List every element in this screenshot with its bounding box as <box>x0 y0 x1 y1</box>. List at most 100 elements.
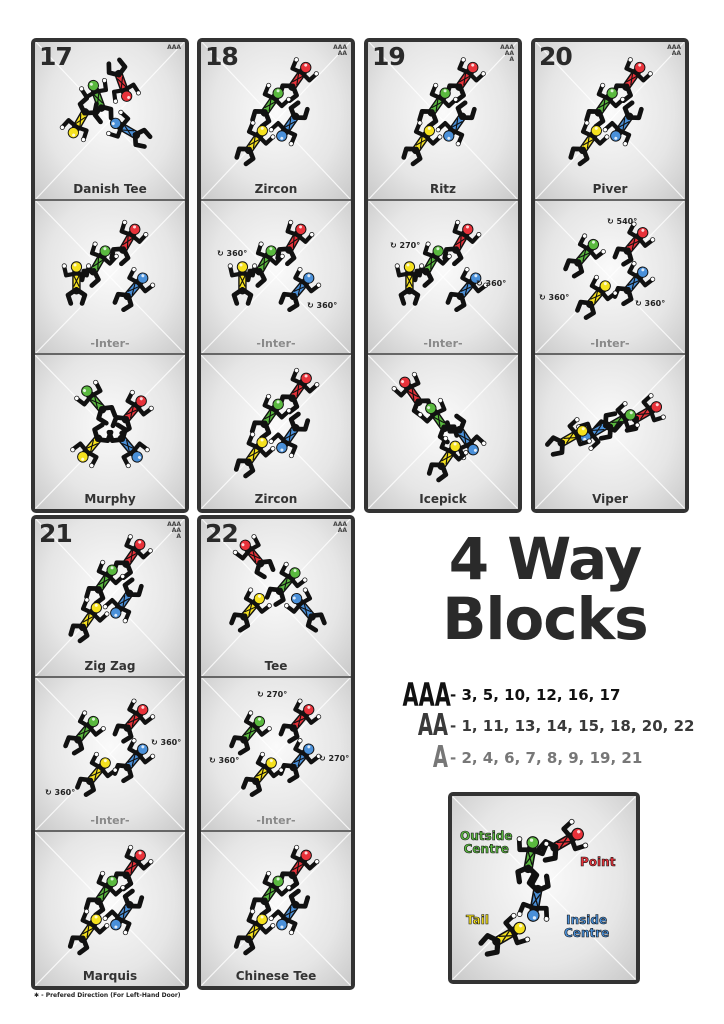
second-formation: Marquis <box>35 832 185 986</box>
grade-line: AAA <box>167 44 181 51</box>
rotation-label: ↻ 360° <box>635 299 665 308</box>
grade-aaa-symbol: AAA <box>402 676 451 714</box>
grade-line: AAA <box>500 44 514 51</box>
inter-move: -Inter-↻ 360°↻ 360° <box>35 678 185 832</box>
block-number: 22 <box>205 519 239 548</box>
formation-drawing <box>201 519 351 676</box>
formation-name: Piver <box>592 182 628 196</box>
grade-row-a: A - 2, 4, 6, 7, 8, 9, 19, 21 <box>378 740 642 775</box>
formation-name: Murphy <box>84 492 136 506</box>
block-number: 19 <box>372 42 406 71</box>
rotation-degrees: 270° <box>399 241 421 250</box>
rotation-degrees: 360° <box>218 756 240 765</box>
legend-tail: Tail <box>466 913 490 927</box>
formation-drawing <box>35 678 185 830</box>
grade-line: AA <box>171 527 181 534</box>
inter-label: -Inter- <box>90 337 130 350</box>
grade-row-aaa: AAA - 3, 5, 10, 12, 16, 17 <box>378 676 621 714</box>
grade-a-list: - 2, 4, 6, 7, 8, 9, 19, 21 <box>450 748 643 767</box>
rotate-arrow-icon: ↻ <box>209 756 216 765</box>
rotation-label: ↻ 360° <box>217 249 247 258</box>
rotation-degrees: 540° <box>616 217 638 226</box>
rotation-label: ↻ 360° <box>476 279 506 288</box>
rotation-label: ↻ 360° <box>151 738 181 747</box>
inter-move: -Inter-↻ 270°↻ 360°↻ 270° <box>201 678 351 832</box>
block-card-17: 17 AAA Danish Tee <box>31 38 189 513</box>
formation-drawing <box>368 42 518 199</box>
preferred-direction-icon: ✱ <box>34 992 40 999</box>
second-formation: Icepick <box>368 355 518 509</box>
rotate-arrow-icon: ↻ <box>151 738 158 747</box>
formation-name: Ritz <box>429 182 457 196</box>
formation-name: Zircon <box>254 492 298 506</box>
formation-drawing <box>535 201 685 353</box>
inter-label: -Inter- <box>256 337 296 350</box>
formation-drawing <box>535 355 685 509</box>
second-formation: Zircon <box>201 355 351 509</box>
rotation-degrees: 270° <box>266 690 288 699</box>
grade-row-aa: AA - 1, 11, 13, 14, 15, 18, 20, 22 <box>378 708 695 743</box>
grade-line: AA <box>504 50 514 57</box>
page-title-line1: 4 Way <box>448 525 643 593</box>
formation-drawing <box>35 42 185 199</box>
rotation-label: ↻ 360° <box>307 301 337 310</box>
inter-move: -Inter- <box>35 201 185 355</box>
rotate-arrow-icon: ↻ <box>307 301 314 310</box>
block-number: 18 <box>205 42 239 71</box>
grade-line: AAA <box>333 521 347 528</box>
page-title-line2: Blocks <box>442 585 648 653</box>
inter-label: -Inter- <box>590 337 630 350</box>
second-formation: Murphy <box>35 355 185 509</box>
rotate-arrow-icon: ↻ <box>607 217 614 226</box>
block-number: 17 <box>39 42 73 71</box>
rotation-label: ↻ 360° <box>539 293 569 302</box>
rotate-arrow-icon: ↻ <box>476 279 483 288</box>
inter-move: -Inter- ↻ 360° ↻ 360° <box>201 201 351 355</box>
formation-name: Danish Tee <box>73 182 147 196</box>
slot-legend: Outside Centre Point Tail Inside Centre <box>448 792 640 984</box>
legend-formation <box>452 796 636 980</box>
legend-point: Point <box>580 855 616 869</box>
formation-drawing <box>35 519 185 676</box>
formation-name: Marquis <box>82 969 138 983</box>
rotation-degrees: 360° <box>644 299 666 308</box>
rotate-arrow-icon: ↻ <box>390 241 397 250</box>
formation-name: Tee <box>264 659 288 673</box>
formation-name: Viper <box>592 492 628 506</box>
grade-aa-list: - 1, 11, 13, 14, 15, 18, 20, 22 <box>450 716 695 735</box>
formation-name: Icepick <box>419 492 467 506</box>
rotation-degrees: 360° <box>485 279 507 288</box>
grade-line: AA <box>337 527 347 534</box>
formation-drawing <box>201 201 351 353</box>
rotation-degrees: 360° <box>160 738 182 747</box>
rotation-label: ↻ 360° <box>45 788 75 797</box>
formation-drawing <box>368 355 518 509</box>
rotation-label: ↻ 360° <box>209 756 239 765</box>
rotate-arrow-icon: ↻ <box>319 754 326 763</box>
footnote-text: - Prefered Direction (For Left-Hand Door… <box>41 992 181 999</box>
inter-label: -Inter- <box>423 337 463 350</box>
legend-inside-centre: Inside Centre <box>564 913 610 940</box>
block-number: 21 <box>39 519 73 548</box>
grade-aaa-list: - 3, 5, 10, 12, 16, 17 <box>450 686 621 704</box>
grade-line: AA <box>337 50 347 57</box>
inter-move: -Inter-↻ 540°↻ 360°↻ 360° <box>535 201 685 355</box>
rotation-degrees: 360° <box>548 293 570 302</box>
rotate-arrow-icon: ↻ <box>45 788 52 797</box>
rotate-arrow-icon: ↻ <box>539 293 546 302</box>
rotation-label: ↻ 270° <box>390 241 420 250</box>
formation-drawing <box>201 42 351 199</box>
formation-drawing <box>368 201 518 353</box>
formation-drawing <box>201 678 351 830</box>
formation-drawing <box>35 355 185 509</box>
